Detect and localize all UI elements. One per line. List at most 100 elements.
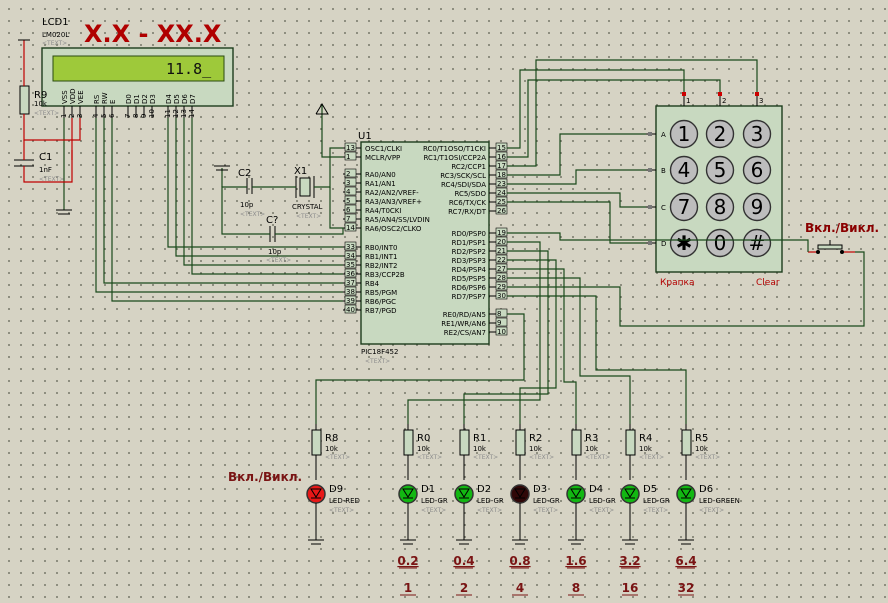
c2-capacitor[interactable]: C2 10p <TEXT>: [238, 168, 265, 218]
mcu-pin-name: RC1/T1OSI/CCP2A: [423, 154, 486, 162]
mcu-pin-box: [344, 259, 357, 269]
mcu-pin-box: [344, 195, 357, 205]
mcu-pin-name: RB1/INT1: [365, 253, 398, 261]
d9-label: Вкл./Викл.: [228, 470, 302, 484]
mcu-pin-box: [344, 268, 357, 278]
lcd-pin-label: D5: [173, 94, 181, 104]
mcu-pin-box: [344, 250, 357, 260]
keypad-label-clear: Clear: [756, 278, 780, 288]
lcd-pin-number: 9: [140, 114, 148, 118]
mcu-pin-name: RC4/SDI/SDA: [441, 181, 486, 189]
mcu-pin-name: RD7/PSP7: [452, 293, 486, 301]
led-type: LED-GR: [643, 497, 670, 505]
resistor-ref: R0: [417, 433, 430, 444]
keypad-key[interactable]: [705, 228, 735, 258]
mcu-pin-box: [495, 254, 508, 264]
weight-label: 0.8: [509, 554, 530, 568]
keypad-key-label: 5: [714, 158, 727, 182]
x1-crystal[interactable]: X1 CRYSTAL <TEXT>: [292, 166, 323, 220]
r9-ref: R9: [34, 90, 47, 101]
mcu-pin-box: [344, 304, 357, 314]
mcu-pin-box: [495, 178, 508, 188]
keypad-key[interactable]: [705, 119, 735, 149]
lcd-model: LM020L: [42, 31, 69, 39]
bit-label: 8: [572, 581, 580, 595]
mcu-ref: U1: [358, 131, 372, 142]
mcu-pin-number: 33: [346, 243, 355, 251]
mcu-pin-number: 25: [497, 198, 506, 206]
mcu-pin-box: [344, 142, 357, 152]
led-text-placeholder: <TEXT>: [477, 507, 502, 514]
c3-text-placeholder: <TEXT>: [266, 257, 291, 264]
mcu-pin-box: [495, 263, 508, 273]
keypad-key[interactable]: [742, 192, 772, 222]
keypad-key[interactable]: [742, 119, 772, 149]
resistor-text-placeholder: <TEXT>: [585, 454, 610, 461]
c3-capacitor[interactable]: C? 10p <TEXT>: [266, 215, 291, 264]
led-d9[interactable]: [306, 484, 326, 504]
resistor-body: [515, 429, 526, 456]
mcu-pin-number: 4: [346, 188, 351, 196]
mcu-pin-name: RA1/AN1: [365, 180, 396, 188]
mcu-pin-name: RB3/CCP2B: [365, 271, 405, 279]
led-d2[interactable]: [454, 484, 474, 504]
keypad-key[interactable]: [669, 119, 699, 149]
keypad-key[interactable]: [705, 192, 735, 222]
resistor-text-placeholder: <TEXT>: [695, 454, 720, 461]
lcd-pin-number: 7: [124, 114, 132, 118]
bit-label: 32: [678, 581, 695, 595]
on-off-switch[interactable]: Вкл./Викл.: [805, 221, 879, 254]
resistor-ref: R8: [325, 433, 338, 444]
mcu-pin-number: 7: [346, 215, 350, 223]
mcu-pin-box: [495, 160, 508, 170]
mcu-pin-name: RC6/TX/CK: [449, 199, 487, 207]
lcd[interactable]: LCD1 LM020L <TEXT> 11.8_ VSS1VDD2VEE3RS4…: [41, 17, 234, 118]
led-text-placeholder: <TEXT>: [329, 507, 354, 514]
keypad-key-label: 9: [751, 195, 764, 219]
mcu-pin-number: 3: [346, 179, 350, 187]
x1-value: CRYSTAL: [292, 203, 323, 211]
lcd-pin-number: 11: [164, 109, 172, 118]
mcu-pin-name: RD3/PSP3: [452, 257, 486, 265]
c1-capacitor[interactable]: C1 1nF <TEXT>: [14, 152, 64, 183]
led-d5[interactable]: [620, 484, 640, 504]
mcu-pin-number: 16: [497, 153, 506, 161]
led-ref: D5: [643, 484, 657, 495]
resistor-ref: R5: [695, 433, 708, 444]
mcu-pin-box: [495, 326, 508, 336]
mcu-pin-box: [344, 151, 357, 161]
led-ref: D2: [477, 484, 491, 495]
led-d1[interactable]: [398, 484, 418, 504]
led-d3[interactable]: [510, 484, 530, 504]
led-d6[interactable]: [676, 484, 696, 504]
keypad-key-label: 7: [678, 195, 691, 219]
keypad-key[interactable]: [669, 155, 699, 185]
led-type: LED-GR: [477, 497, 504, 505]
keypad-key[interactable]: [669, 192, 699, 222]
mcu-pin-name: RB7/PGD: [365, 307, 397, 315]
led-text-placeholder: <TEXT>: [421, 507, 446, 514]
resistor-value: 10k: [325, 445, 339, 453]
mcu-pin-number: 23: [497, 180, 506, 188]
mcu-pin-name: RB6/PGC: [365, 298, 396, 306]
keypad-key[interactable]: [742, 228, 772, 258]
mcu-pin-number: 19: [497, 229, 506, 237]
led-type: LED-GR: [589, 497, 616, 505]
lcd-pin-number: 10: [148, 109, 156, 118]
keypad-key[interactable]: [705, 155, 735, 185]
lcd-pin-number: 4: [92, 113, 100, 118]
keypad-key[interactable]: [669, 228, 699, 258]
keypad-row-pin: [648, 205, 652, 209]
bit-label: 2: [460, 581, 468, 595]
mcu-pin-name: RC0/T1OSO/T1CKI: [423, 145, 486, 153]
mcu-pin-name: RA4/T0CKI: [365, 207, 401, 215]
mcu-pin-number: 17: [497, 162, 506, 170]
lcd-display-text: 11.8_: [166, 60, 212, 78]
lcd-pin-number: 6: [108, 113, 116, 118]
c1-value: 1nF: [39, 166, 52, 174]
led-d4[interactable]: [566, 484, 586, 504]
keypad-key[interactable]: [742, 155, 772, 185]
